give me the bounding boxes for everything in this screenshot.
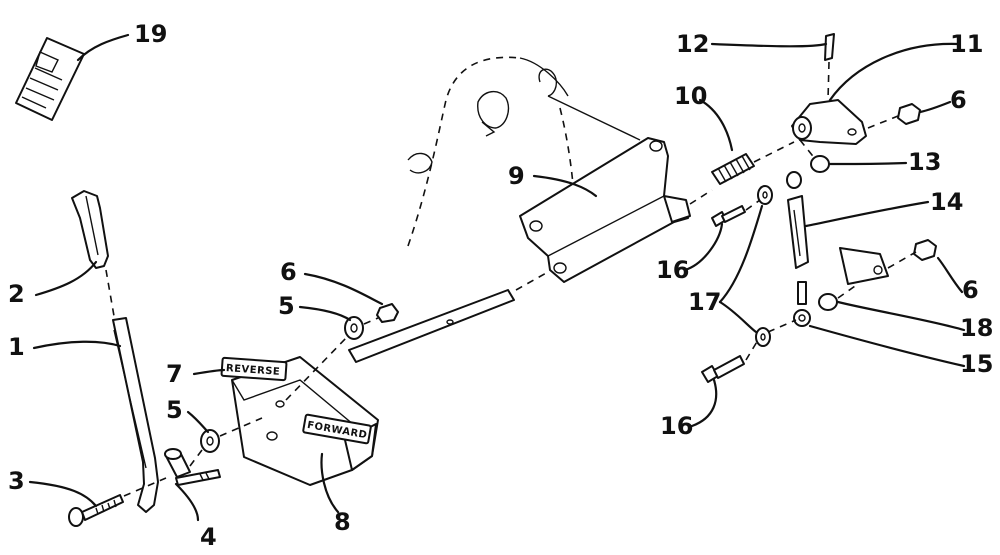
callout-11: 11 bbox=[950, 30, 983, 58]
reverse-plate: REVERSE bbox=[220, 356, 288, 382]
callout-16-lower: 16 bbox=[660, 412, 693, 440]
callout-12: 12 bbox=[676, 30, 709, 58]
callout-5-lower: 5 bbox=[166, 396, 183, 424]
callout-18: 19 bbox=[134, 20, 167, 48]
spring-10 bbox=[711, 153, 755, 185]
pivot-lever-11 bbox=[791, 99, 867, 145]
callout-10: 10 bbox=[674, 82, 707, 110]
assembly-lines bbox=[105, 61, 917, 497]
nut-6-top bbox=[897, 103, 921, 125]
bolt-16-upper bbox=[711, 205, 746, 227]
decal-card bbox=[15, 37, 85, 121]
callout-14: 14 bbox=[930, 188, 963, 216]
callout-7: 7 bbox=[166, 360, 183, 388]
bolt-16-lower bbox=[701, 355, 745, 383]
washer-5-upper bbox=[344, 316, 364, 340]
spacer-4 bbox=[164, 448, 221, 486]
washer-5-lower bbox=[200, 429, 220, 453]
forward-plate: FORWARD bbox=[302, 413, 372, 445]
callout-3: 3 bbox=[8, 467, 25, 495]
callout-15: 15 bbox=[960, 350, 993, 378]
bolt-3 bbox=[68, 494, 124, 527]
callout-8: 8 bbox=[334, 508, 351, 536]
callout-2: 2 bbox=[8, 280, 25, 308]
washer-17-lower bbox=[755, 327, 771, 347]
roll-pin-12 bbox=[824, 33, 835, 61]
callout-17: 17 bbox=[688, 288, 721, 316]
reverse-plate-text: REVERSE bbox=[226, 363, 281, 378]
callout-13: 13 bbox=[908, 148, 941, 176]
nut-6-right bbox=[913, 239, 937, 261]
shift-knob bbox=[71, 190, 109, 269]
shift-lever bbox=[112, 317, 159, 513]
turnbuckle-14 bbox=[786, 171, 811, 327]
washer-17-upper bbox=[757, 185, 773, 205]
shift-shaft bbox=[348, 289, 515, 363]
nut-6-left bbox=[376, 303, 399, 323]
callout-labels: 19 2 1 3 4 5 7 5 6 8 9 10 12 11 6 13 14 … bbox=[8, 20, 993, 551]
shift-bracket-9 bbox=[519, 137, 691, 283]
callout-5-upper: 5 bbox=[278, 292, 295, 320]
callout-6-left: 6 bbox=[280, 258, 297, 286]
callout-6-top: 6 bbox=[950, 86, 967, 114]
callout-19: 18 bbox=[960, 314, 993, 342]
callout-6-right: 6 bbox=[962, 276, 979, 304]
tab-bracket bbox=[839, 247, 889, 285]
callout-16-upper: 16 bbox=[656, 256, 689, 284]
leader-lines bbox=[28, 33, 966, 522]
bushing-19 bbox=[818, 293, 838, 311]
callout-1: 1 bbox=[8, 333, 25, 361]
callout-4: 4 bbox=[200, 523, 217, 551]
callout-9: 9 bbox=[508, 162, 525, 190]
bushing-13 bbox=[810, 155, 830, 173]
